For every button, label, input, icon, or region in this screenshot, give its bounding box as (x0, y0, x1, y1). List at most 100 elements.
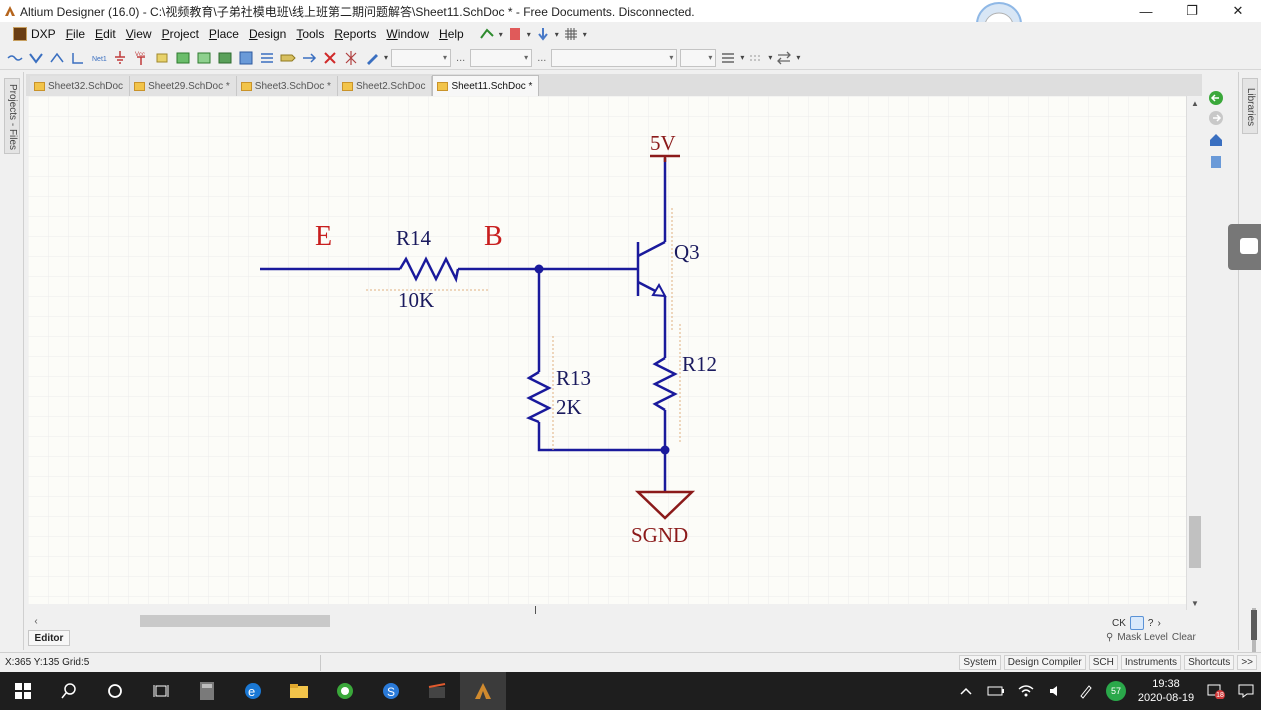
tray-battery[interactable] (981, 672, 1011, 710)
back-arrow-icon[interactable] (1208, 90, 1224, 106)
doc-tab-sheet2[interactable]: Sheet2.SchDoc (337, 76, 433, 96)
q3-designator[interactable]: Q3 (674, 240, 700, 264)
menu-file[interactable]: File (65, 27, 86, 41)
power-label-5v[interactable]: 5V (650, 131, 676, 155)
menu-window[interactable]: Window (386, 27, 430, 41)
minimize-button[interactable]: — (1139, 3, 1153, 19)
tray-overflow-button[interactable] (951, 672, 981, 710)
transistor-q3[interactable] (636, 208, 673, 332)
action-center-button[interactable] (1231, 672, 1261, 710)
r13-designator[interactable]: R13 (556, 366, 591, 390)
close-button[interactable]: ✕ (1232, 3, 1244, 18)
tray-wifi[interactable] (1011, 672, 1041, 710)
menu-reports[interactable]: Reports (334, 27, 377, 41)
menu-design[interactable]: Design (248, 27, 287, 41)
ground-label-sgnd[interactable]: SGND (631, 523, 688, 547)
taskbar-task-view-button[interactable] (138, 672, 184, 710)
status-more-button[interactable]: >> (1237, 655, 1257, 670)
menu-dxp[interactable]: DXP (8, 27, 61, 41)
directive-icon[interactable] (342, 49, 360, 67)
no-erc-icon[interactable] (321, 49, 339, 67)
doc-tab-sheet11[interactable]: Sheet11.SchDoc * (432, 75, 540, 96)
resistor-r12[interactable] (652, 324, 681, 442)
refresh-icon[interactable] (1208, 154, 1224, 170)
bus-entry-icon[interactable] (48, 49, 66, 67)
mask-level-button[interactable]: Mask Level (1117, 632, 1168, 643)
taskbar-clock[interactable]: 19:38 2020-08-19 (1131, 672, 1201, 710)
combo-box-1[interactable]: ▾ (391, 48, 452, 67)
doc-tab-sheet32[interactable]: Sheet32.SchDoc (30, 76, 131, 96)
menu-place[interactable]: Place (208, 27, 239, 41)
r12-designator[interactable]: R12 (682, 352, 717, 376)
editor-tab[interactable]: Editor (28, 630, 70, 646)
off-sheet-connector-icon[interactable] (300, 49, 318, 67)
projects-files-tab[interactable]: Projects - Files (4, 78, 20, 154)
maximize-button[interactable]: ❐ (1186, 3, 1198, 18)
clear-button[interactable]: Clear (1171, 632, 1196, 643)
chevron-down-icon[interactable]: ▾ (498, 29, 503, 39)
pen-color-icon[interactable] (363, 49, 381, 67)
status-system-button[interactable]: System (959, 655, 1001, 670)
schematic-editor-canvas[interactable]: E B R14 10K R13 2K R12 Q3 5V SGND (28, 96, 1188, 604)
r14-designator[interactable]: R14 (396, 226, 432, 250)
resistor-r14[interactable] (366, 256, 488, 291)
chevron-down-icon[interactable]: ▾ (796, 53, 801, 62)
port-icon[interactable] (279, 49, 297, 67)
chevron-down-icon[interactable]: ▾ (582, 29, 587, 39)
taskbar-cortana-button[interactable] (92, 672, 138, 710)
chevron-down-icon[interactable]: ▾ (384, 53, 389, 62)
harness-connector-icon[interactable] (237, 49, 255, 67)
part-icon[interactable] (153, 49, 171, 67)
chevron-down-icon[interactable]: ▾ (554, 29, 559, 39)
vcc-port-icon[interactable]: Vcc (132, 49, 150, 67)
taskbar-search-button[interactable] (46, 672, 92, 710)
menu-tools[interactable]: Tools (296, 27, 325, 41)
taskbar-edge-app[interactable]: e (230, 672, 276, 710)
scroll-down-arrow-icon[interactable]: ▼ (1191, 598, 1199, 608)
start-button[interactable] (0, 672, 46, 710)
vertical-scrollbar[interactable]: ▲ ▼ (1186, 96, 1202, 610)
forward-arrow-icon[interactable] (1208, 110, 1224, 126)
power-port-5v[interactable] (650, 154, 680, 162)
menu-help[interactable]: Help (439, 27, 464, 41)
arrow-down-tool-icon[interactable] (535, 26, 551, 42)
tray-pen[interactable] (1071, 672, 1101, 710)
menu-view[interactable]: View (125, 27, 152, 41)
scroll-up-arrow-icon[interactable]: ▲ (1191, 98, 1199, 108)
grid-tool-icon[interactable] (563, 26, 579, 42)
home-icon[interactable] (1208, 132, 1224, 148)
junction-dot-gnd[interactable] (660, 445, 670, 455)
taskbar-media-app[interactable] (414, 672, 460, 710)
help-icon[interactable]: ? (1147, 617, 1154, 629)
tray-security-app[interactable]: 57 (1101, 672, 1131, 710)
wire-r13-to-ground-rail[interactable] (537, 422, 665, 452)
vertical-scroll-thumb[interactable] (1189, 516, 1201, 568)
junction-dot-b[interactable] (534, 264, 544, 274)
sheet-entry-icon[interactable] (195, 49, 213, 67)
menu-project[interactable]: Project (161, 27, 199, 41)
r14-value[interactable]: 10K (398, 288, 434, 312)
mask-filter-icon[interactable]: ⚲ (1106, 632, 1114, 643)
taskbar-calculator-app[interactable] (184, 672, 230, 710)
net-label-icon[interactable]: Net1 (90, 49, 108, 67)
taskbar-explorer-app[interactable] (276, 672, 322, 710)
combo-box-3[interactable]: ▾ (551, 48, 678, 67)
ground-port-sgnd[interactable] (634, 490, 696, 520)
resistor-r13[interactable] (525, 336, 554, 452)
mask-toggle-button[interactable] (1129, 616, 1144, 630)
arrange-icon[interactable] (775, 49, 793, 67)
bus-icon[interactable] (27, 49, 45, 67)
volume-slider[interactable] (1250, 608, 1258, 654)
status-instruments-button[interactable]: Instruments (1120, 655, 1182, 670)
chevron-down-icon[interactable]: ▾ (740, 53, 745, 62)
combo-box-2[interactable]: ▾ (470, 48, 533, 67)
taskbar-altium-app[interactable] (460, 672, 506, 710)
scroll-right-arrow-icon[interactable]: › (1157, 617, 1161, 629)
device-sheet-icon[interactable] (216, 49, 234, 67)
scroll-left-arrow-icon[interactable]: ‹ (34, 615, 38, 627)
floating-tool-button[interactable] (1228, 224, 1261, 270)
tray-notification-count[interactable]: 18 (1201, 672, 1231, 710)
doc-tab-sheet3[interactable]: Sheet3.SchDoc * (236, 76, 338, 96)
libraries-tab[interactable]: Libraries (1242, 78, 1258, 134)
net-label-b[interactable]: B (484, 221, 503, 252)
